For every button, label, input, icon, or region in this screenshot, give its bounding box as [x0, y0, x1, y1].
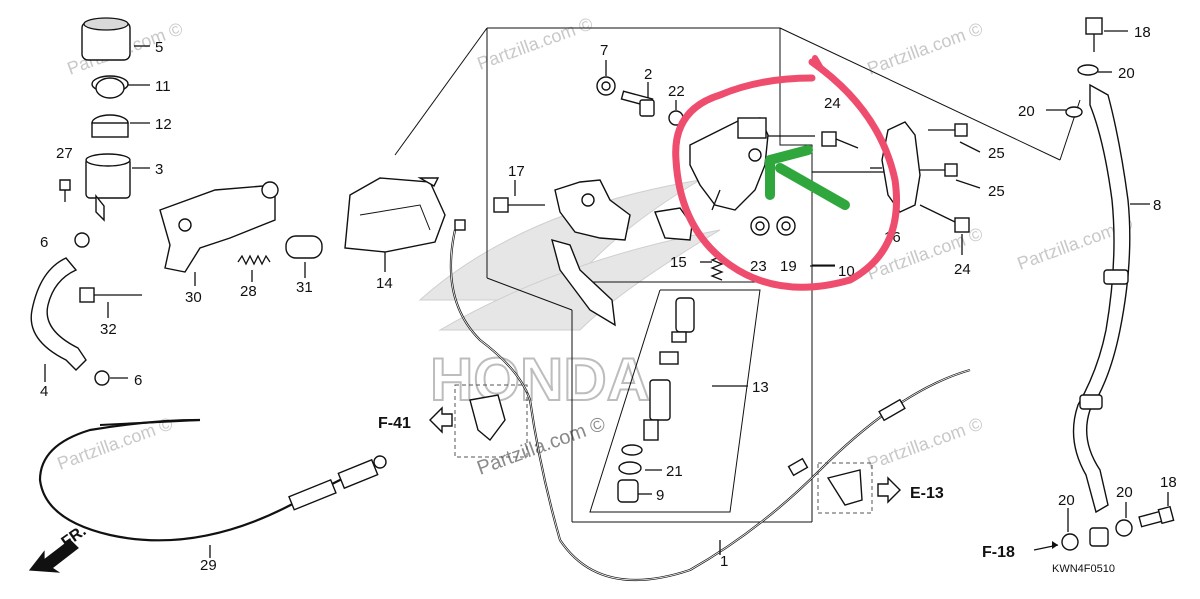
callout-12: 12 [155, 116, 172, 133]
banjo-fitting [1089, 527, 1109, 547]
bolt [944, 163, 958, 177]
callout-32: 32 [100, 321, 117, 338]
callout-24a: 24 [824, 95, 841, 112]
callout-22: 22 [668, 83, 685, 100]
callout-4: 4 [40, 383, 48, 400]
piston [649, 379, 671, 421]
brake-hose [1072, 83, 1131, 514]
callout-19: 19 [780, 258, 797, 275]
user-annotations [672, 55, 901, 291]
ref-f18: F-18 [982, 544, 1015, 561]
arrow-right-icon [877, 476, 901, 504]
callout-20a: 20 [1118, 65, 1135, 82]
sealing-washer [1061, 533, 1079, 551]
center-mechanism [493, 60, 748, 503]
bolt [954, 123, 968, 137]
ref-f41: F-41 [378, 415, 411, 432]
callout-6b: 6 [134, 372, 142, 389]
callout-labels: 1 2 3 4 5 6 6 7 8 9 10 11 12 13 14 15 16… [40, 24, 1177, 574]
clutch-lever [554, 179, 631, 241]
reservoir-hose [30, 257, 87, 371]
callout-18b: 18 [1160, 474, 1177, 491]
hose-clip [94, 370, 110, 386]
callout-9: 9 [656, 487, 664, 504]
watermark: Partzilla.com © [865, 18, 986, 78]
callout-14: 14 [376, 275, 393, 292]
callout-25b: 25 [988, 183, 1005, 200]
throttle-cable [38, 418, 361, 542]
reference-box-f41 [454, 384, 528, 458]
callout-17: 17 [508, 163, 525, 180]
callout-20c: 20 [1058, 492, 1075, 509]
spring [237, 254, 271, 266]
callout-2: 2 [644, 66, 652, 83]
bolt [954, 217, 970, 233]
slave-cylinder [689, 117, 769, 211]
cover-group [344, 177, 446, 272]
lever-link [551, 238, 616, 327]
callout-13: 13 [752, 379, 769, 396]
watermark: Partzilla.com © [865, 413, 986, 473]
callout-1: 1 [720, 553, 728, 570]
callout-21: 21 [666, 463, 683, 480]
callout-7: 7 [600, 42, 608, 59]
bolt [821, 131, 837, 147]
callout-6a: 6 [40, 234, 48, 251]
arrow-left-icon [429, 406, 453, 434]
lever-arm [654, 207, 693, 241]
front-arrow-icon [28, 539, 79, 573]
callout-23: 23 [750, 258, 767, 275]
banjo-bolt [1085, 17, 1103, 35]
piston-cup [617, 479, 639, 503]
cylinder-bracket [881, 121, 921, 213]
ref-e13: E-13 [910, 485, 944, 502]
piston-spring [675, 297, 695, 333]
callout-11: 11 [155, 78, 171, 95]
pin-bolt [493, 197, 509, 213]
diagram-code: KWN4F0510 [1052, 563, 1115, 575]
reservoir-group [30, 17, 150, 386]
reference-boxes [28, 384, 1059, 573]
callout-30: 30 [185, 289, 202, 306]
slave-cylinder-cover [344, 177, 446, 253]
seal [618, 461, 642, 475]
reference-box-e13 [817, 462, 873, 514]
bracket-group [159, 181, 279, 286]
callout-25a: 25 [988, 145, 1005, 162]
callout-18a: 18 [1134, 24, 1151, 41]
callout-20d: 20 [1116, 484, 1133, 501]
callout-31: 31 [296, 279, 313, 296]
callout-5: 5 [155, 39, 163, 56]
sealing-washer [1115, 519, 1133, 537]
slave-cylinder-group [689, 117, 981, 267]
reservoir-bracket [159, 184, 276, 273]
callout-27: 27 [56, 145, 73, 162]
callout-8: 8 [1153, 197, 1161, 214]
highlight-circle [672, 58, 901, 291]
clutch-cable-group [449, 219, 971, 582]
callout-3: 3 [155, 161, 163, 178]
pointer-arrow-head-icon [765, 145, 813, 200]
spring-collar-group [237, 235, 323, 282]
bolt [79, 287, 95, 303]
sealing-washer [1065, 106, 1083, 118]
pointer-arrow-shaft [775, 163, 850, 210]
collar [285, 235, 323, 259]
honda-wordmark: HONDA [430, 346, 650, 413]
throttle-cable-group [38, 418, 387, 558]
watermark: Partzilla.com © [475, 13, 596, 73]
callout-20b: 20 [1018, 103, 1035, 120]
callout-29: 29 [200, 557, 217, 574]
sealing-washer [1077, 64, 1099, 76]
callout-24b: 24 [954, 261, 971, 278]
callout-15: 15 [670, 254, 687, 271]
hose-clip [74, 232, 90, 248]
brake-hose-group [1046, 17, 1175, 551]
callout-28: 28 [240, 283, 257, 300]
